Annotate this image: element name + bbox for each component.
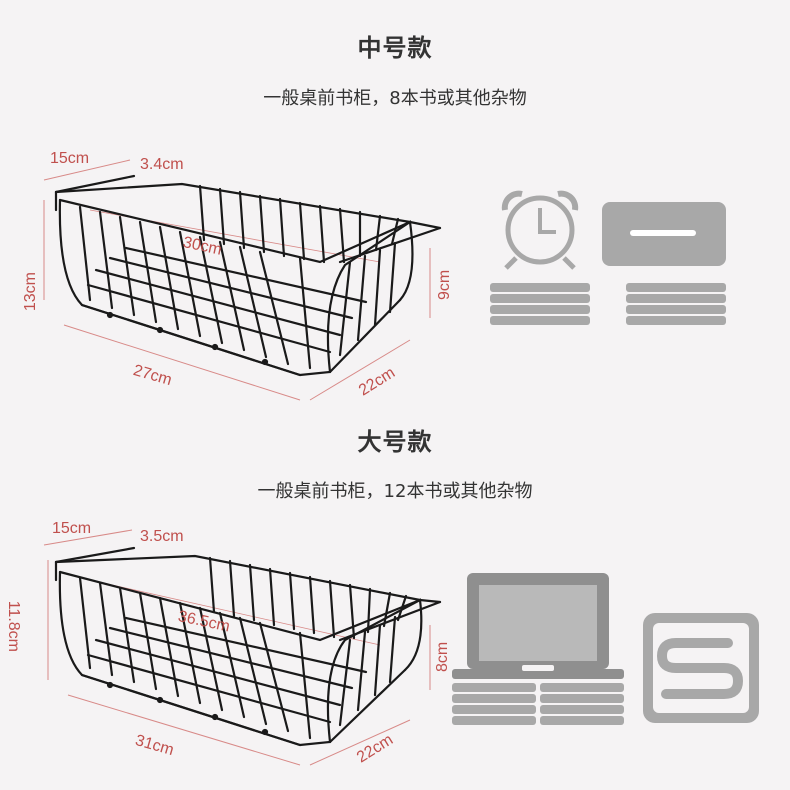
- large-height-right-label: 8cm: [434, 641, 451, 672]
- large-title: 大号款: [357, 428, 433, 456]
- medium-hook-gap-label: 3.4cm: [140, 156, 184, 173]
- book-stack-icon: [490, 283, 590, 325]
- large-subtitle: 一般桌前书柜，12本书或其他杂物: [257, 481, 533, 502]
- medium-height-right-label: 9cm: [436, 269, 453, 300]
- alarm-clock-icon: [501, 190, 579, 270]
- large-hook-gap-label: 3.5cm: [140, 528, 184, 545]
- large-hook-length-label: 15cm: [52, 520, 92, 537]
- large-height-left-label: 11.8cm: [5, 600, 22, 652]
- large-wire-basket: [54, 546, 442, 747]
- medium-subtitle: 一般桌前书柜，8本书或其他杂物: [263, 88, 527, 109]
- medium-title: 中号款: [357, 34, 433, 62]
- book-stack-icon: [452, 683, 624, 725]
- binder-clip-icon: [643, 613, 759, 723]
- tissue-box-icon: [602, 202, 726, 266]
- laptop-icon: [452, 573, 624, 679]
- medium-wire-basket: [54, 174, 442, 377]
- medium-height-left-label: 13cm: [22, 272, 39, 312]
- medium-hook-length-label: 15cm: [50, 150, 90, 167]
- book-stack-icon: [626, 283, 726, 325]
